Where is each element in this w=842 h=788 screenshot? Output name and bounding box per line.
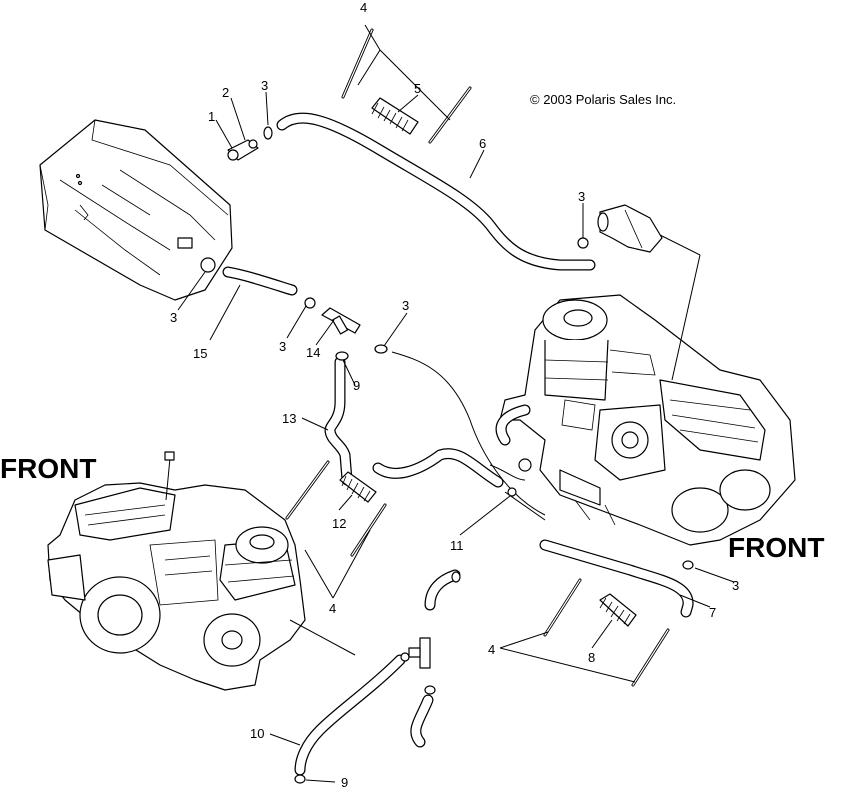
callout-10: 10 [250,726,264,741]
callout-4: 4 [329,601,336,616]
front-label-right: FRONT [728,532,824,563]
callout-14: 14 [306,345,320,360]
callout-9: 9 [341,775,348,788]
callout-3: 3 [402,298,409,313]
hose-lower-elbow-part [410,569,461,748]
valve-part [597,204,663,253]
tee-fitting-lower-part [408,637,431,669]
sleeve-5-part [371,97,419,135]
hose-6-part [276,112,596,271]
hose-15-part [222,266,298,296]
airbox-part [39,119,233,301]
callout-9: 9 [353,378,360,393]
callout-3: 3 [279,339,286,354]
fitting-1-2-part [227,139,259,161]
callout-6: 6 [479,136,486,151]
callout-11: 11 [450,538,464,553]
hose-10-part [294,654,406,776]
engine-right-part [499,294,796,546]
callout-7: 7 [709,605,716,620]
callout-3: 3 [170,310,177,325]
hose-right-small-part [495,404,531,446]
callout-1: 1 [208,109,215,124]
callout-2: 2 [222,85,229,100]
callout-13: 13 [282,411,296,426]
hose-7-part [539,539,694,618]
callout-4: 4 [488,642,495,657]
sleeve-8-part [599,593,637,627]
sleeve-12-part [339,471,377,503]
front-label-left: FRONT [0,453,96,484]
callout-4: 4 [360,0,367,15]
callout-15: 15 [193,346,207,361]
tee-fitting-14-part [321,307,361,335]
clamp-part [263,126,694,784]
callout-5: 5 [414,81,421,96]
callout-3: 3 [261,78,268,93]
callout-12: 12 [332,516,346,531]
callout-3: 3 [578,189,585,204]
hose-13-part [324,356,353,486]
tie-strap-part [285,28,670,687]
callout-8: 8 [588,650,595,665]
callout-3: 3 [732,578,739,593]
copyright-text: © 2003 Polaris Sales Inc. [530,92,676,107]
hose-11-part [372,448,504,488]
engine-left-part [47,451,306,691]
leader-lines [177,24,735,783]
